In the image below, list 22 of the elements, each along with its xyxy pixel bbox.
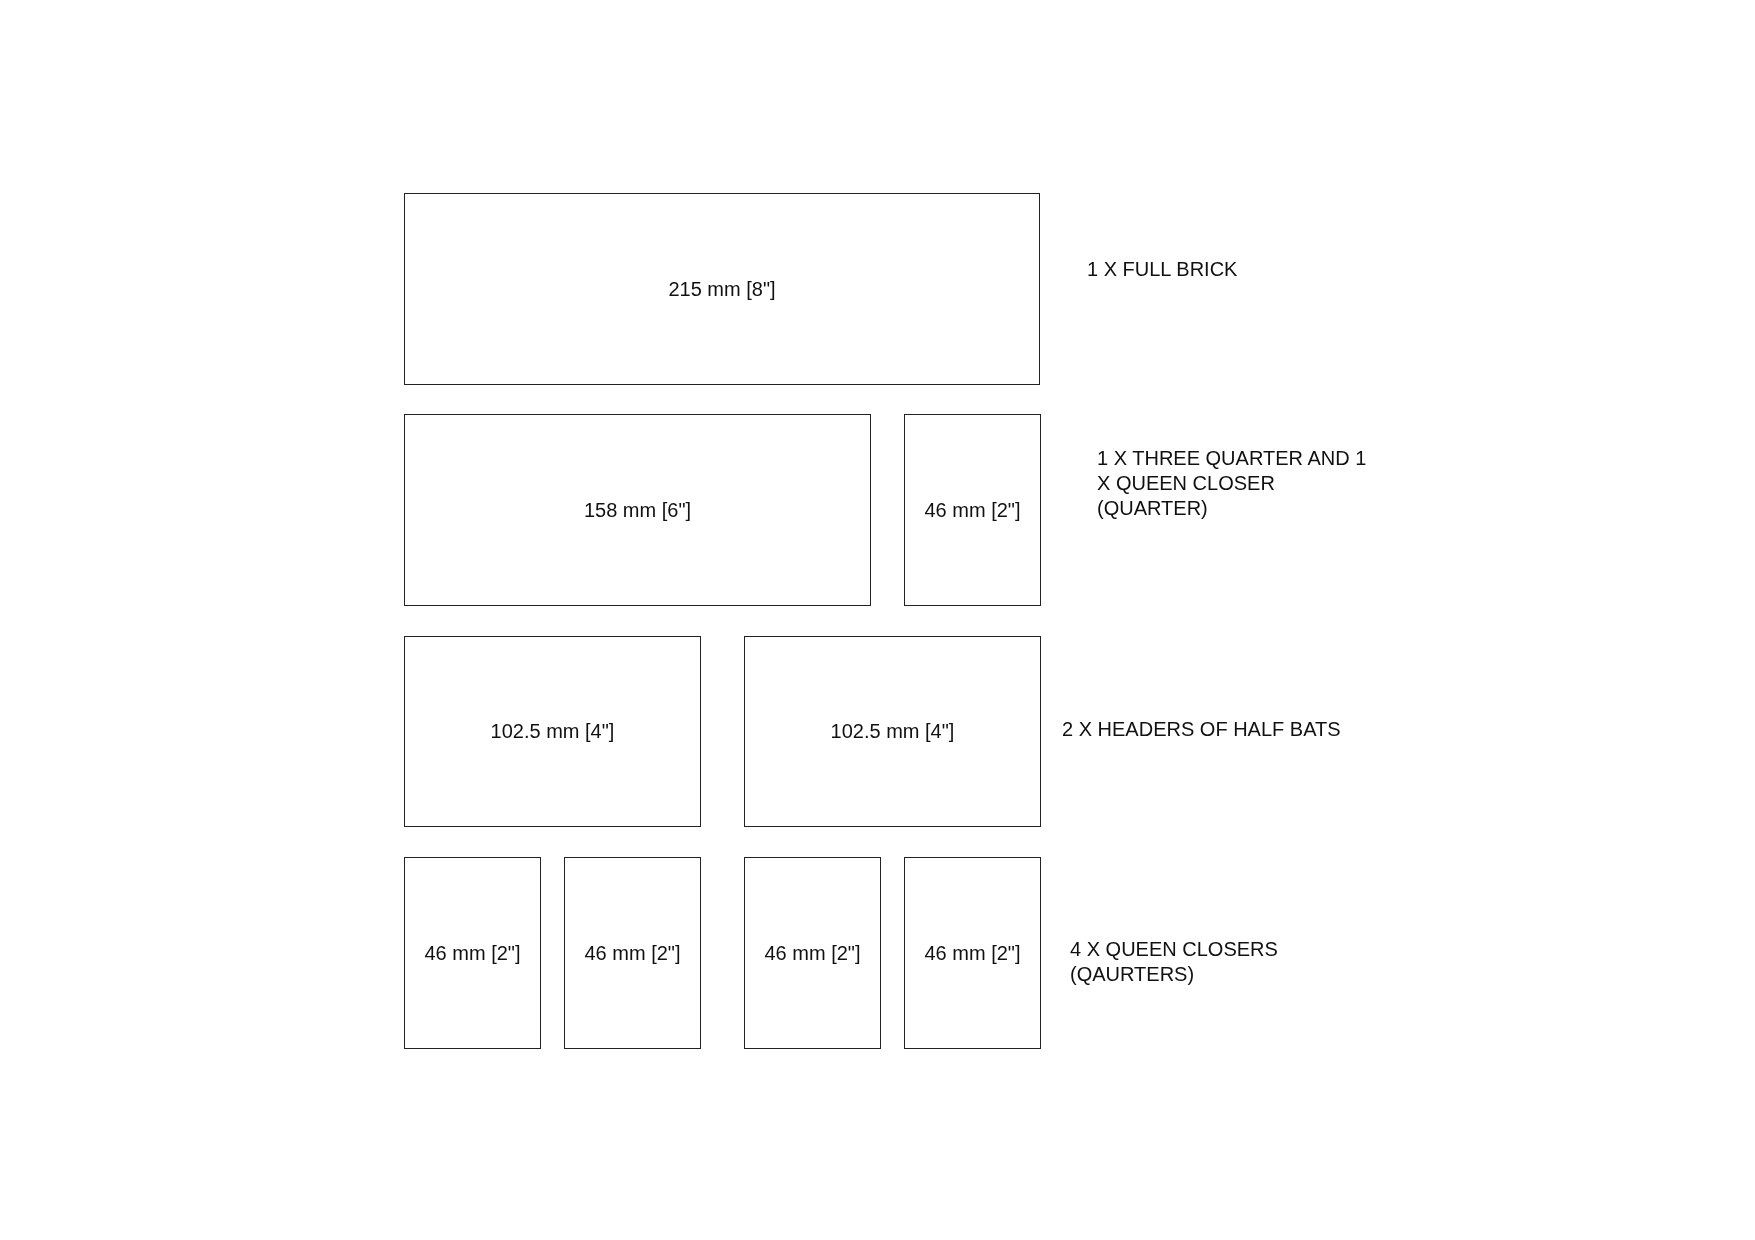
dimension-text: 102.5 mm [4"] bbox=[830, 720, 955, 743]
piece-count-label: 4 X QUEEN CLOSERS (QAURTERS) bbox=[1070, 937, 1279, 987]
dimension-text: 46 mm [2"] bbox=[924, 941, 1021, 965]
brick-piece-box bbox=[564, 857, 701, 1049]
brick-piece-box bbox=[404, 193, 1040, 385]
dimension-text: 158 mm [6"] bbox=[583, 498, 692, 522]
dimension-text: 102.5 mm [4"] bbox=[490, 720, 615, 743]
piece-count-label: 1 X FULL BRICK bbox=[1087, 257, 1239, 282]
dimension-text: 215 mm [8"] bbox=[668, 277, 776, 301]
brick-piece-box bbox=[744, 636, 1041, 827]
brick-piece-box bbox=[904, 414, 1041, 606]
brick-piece-box bbox=[404, 636, 701, 827]
dimension-text: 46 mm [2"] bbox=[424, 941, 521, 965]
brick-piece-box bbox=[404, 414, 871, 606]
piece-count-label: 2 X HEADERS OF HALF BATS bbox=[1062, 717, 1342, 742]
brick-piece-box bbox=[744, 857, 881, 1049]
brick-piece-box bbox=[904, 857, 1041, 1049]
dimension-text: 46 mm [2"] bbox=[924, 498, 1021, 522]
piece-count-label: 1 X THREE QUARTER AND 1 X QUEEN CLOSER (QUARTER) bbox=[1097, 446, 1368, 521]
dimension-text: 46 mm [2"] bbox=[764, 941, 861, 965]
brick-piece-box bbox=[404, 857, 541, 1049]
dimension-text: 46 mm [2"] bbox=[584, 941, 681, 965]
